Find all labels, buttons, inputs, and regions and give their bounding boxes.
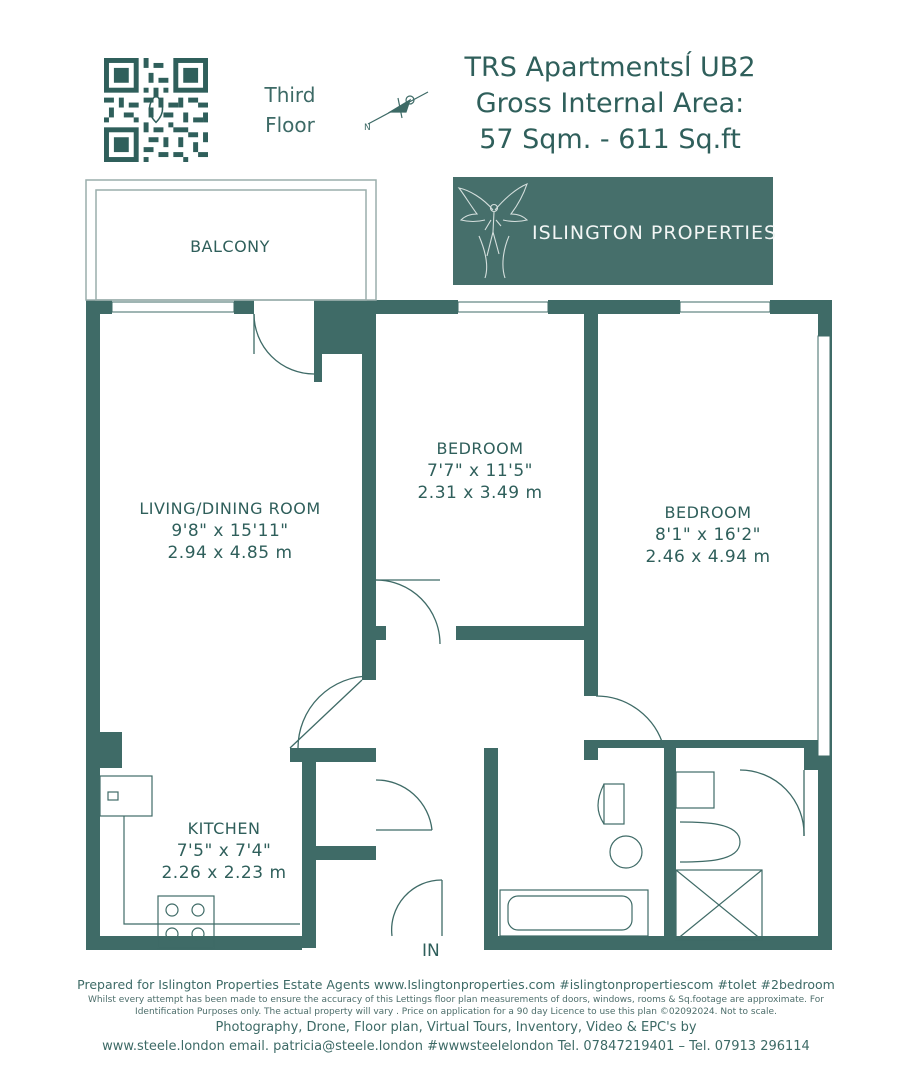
room-dim-imperial: 9'8" x 15'11" [171,521,289,541]
footer-disclaimer-line2: Identification Purposes only. The actual… [135,1007,777,1017]
brand-banner [453,177,773,285]
room-dim-imperial: 8'1" x 16'2" [655,525,761,545]
room-name: BALCONY [190,237,270,256]
room-dim-imperial: 7'7" x 11'5" [427,461,533,481]
entrance-label: IN [422,941,440,961]
room-dim-metric: 2.94 x 4.85 m [167,543,293,563]
angel-logo-icon [457,183,529,279]
room-kitchen: KITCHEN 7'5" x 7'4" 2.26 x 2.23 m [134,818,314,884]
title-line1: TRS Apartmentsĺ UB2 [464,52,756,83]
footer: Prepared for Islington Properties Estate… [0,976,912,1056]
room-balcony: BALCONY [150,236,310,258]
floor-label-line1: Third [264,83,316,107]
footer-line5: www.steele.london email. patricia@steele… [102,1039,810,1054]
compass-icon: N [364,91,429,133]
qr-code-icon [104,58,208,162]
room-name: BEDROOM [436,439,524,458]
room-dim-metric: 2.26 x 2.23 m [161,863,287,883]
room-name: BEDROOM [664,503,752,522]
svg-text:N: N [364,123,371,133]
floor-plan [85,179,832,950]
room-bedroom-2: BEDROOM 8'1" x 16'2" 2.46 x 4.94 m [618,502,798,568]
room-dim-imperial: 7'5" x 7'4" [176,841,272,861]
room-living: LIVING/DINING ROOM 9'8" x 15'11" 2.94 x … [110,498,350,564]
room-name: KITCHEN [187,819,261,838]
footer-disclaimer-line1: Whilst every attempt has been made to en… [88,995,824,1005]
room-bedroom-1: BEDROOM 7'7" x 11'5" 2.31 x 3.49 m [390,438,570,504]
room-name: LIVING/DINING ROOM [139,499,321,518]
title-line2: Gross Internal Area: [475,88,745,119]
room-dim-metric: 2.31 x 3.49 m [417,483,543,503]
room-dim-metric: 2.46 x 4.94 m [645,547,771,567]
footer-line1: Prepared for Islington Properties Estate… [77,977,835,992]
brand-name: ISLINGTON PROPERTIES [532,222,778,244]
floor-label-line2: Floor [265,113,315,137]
title-line3: 57 Sqm. - 611 Sq.ft [479,124,741,155]
property-title: TRS Apartmentsĺ UB2 Gross Internal Area:… [420,50,800,158]
footer-line4: Photography, Drone, Floor plan, Virtual … [215,1020,697,1035]
floor-label: Third Floor [250,80,330,140]
